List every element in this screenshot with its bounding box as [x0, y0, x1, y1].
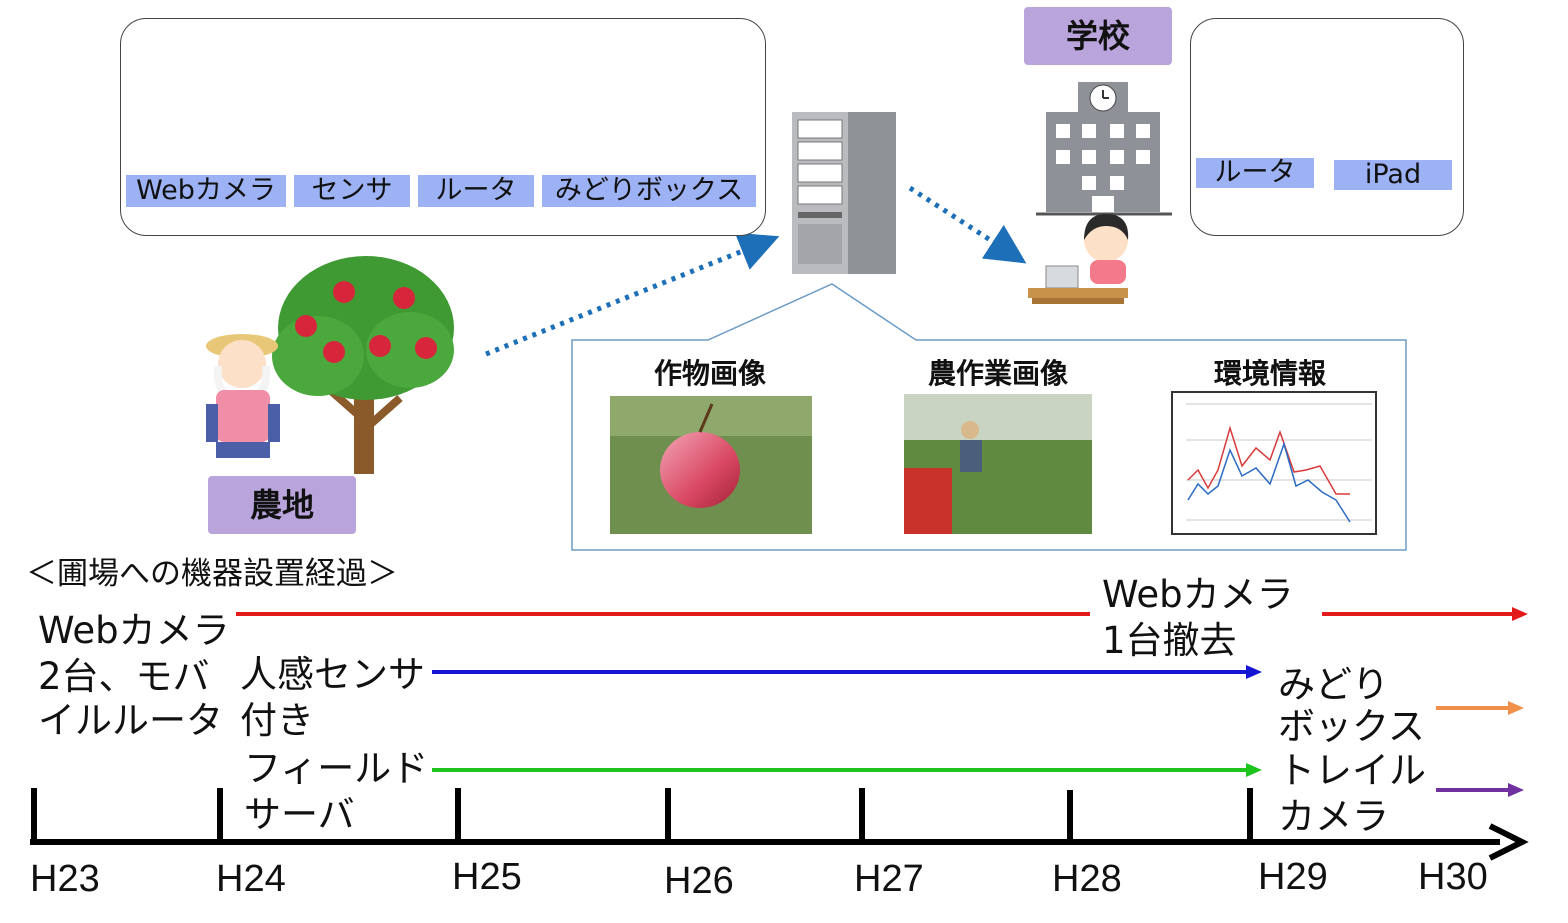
- sensor-label: センサ: [294, 175, 410, 207]
- sensor-cam-label-line1: 人感センサ: [240, 653, 425, 696]
- student-image: [1028, 214, 1129, 304]
- apple-tree-image: [272, 256, 454, 474]
- trail-cam-label-line2: カメラ: [1278, 795, 1389, 838]
- webcam-timeline-line: [236, 607, 1528, 621]
- webcam-label: Webカメラ: [126, 175, 286, 207]
- router-label: ルータ: [418, 175, 534, 207]
- field-server-label-line1: フィールド: [244, 747, 429, 790]
- crop-photo: [610, 396, 812, 534]
- school-router-label: ルータ: [1196, 158, 1314, 188]
- server-to-school-arrow: [908, 185, 1027, 264]
- webcam-2-label-line3: イルルータ: [38, 699, 223, 742]
- env-info-caption: 環境情報: [1213, 357, 1326, 390]
- webcam-removed-label-line2: 1台撤去: [1102, 619, 1237, 662]
- trail-cam-label-line1: トレイル: [1278, 749, 1426, 792]
- server-image: [792, 112, 896, 274]
- farm-to-server-arrow: [485, 232, 780, 357]
- farmer-image: [206, 334, 280, 458]
- farm-title: 農地: [208, 476, 356, 534]
- timeline-heading: ＜圃場への機器設置経過＞: [26, 556, 398, 592]
- webcam-2-label-line2: 2台、モバ: [38, 655, 210, 698]
- sensor-timeline-line: [432, 665, 1262, 679]
- environment-chart: [1171, 391, 1377, 535]
- year-label: H30: [1418, 856, 1488, 898]
- year-label: H23: [30, 858, 100, 900]
- year-label: H28: [1052, 858, 1122, 900]
- work-photo: [904, 394, 1092, 534]
- timeline-axis: [30, 788, 1529, 861]
- year-label: H26: [664, 860, 734, 902]
- field-server-timeline-line: [432, 763, 1262, 777]
- ipad-label: iPad: [1334, 160, 1452, 190]
- year-label: H24: [216, 858, 286, 900]
- year-label: H27: [854, 858, 924, 900]
- crop-image-caption: 作物画像: [653, 357, 766, 390]
- school-devices-box: [1190, 18, 1464, 236]
- midori-box-label: みどりボックス: [542, 175, 756, 207]
- midori-box-timeline-label-line2: ボックス: [1278, 705, 1425, 748]
- work-image-caption: 農作業画像: [927, 357, 1068, 390]
- webcam-removed-label-line1: Webカメラ: [1102, 573, 1294, 616]
- school-building-image: [1036, 82, 1172, 216]
- year-label: H25: [452, 856, 522, 898]
- year-label: H29: [1258, 856, 1328, 898]
- field-server-label-line2: サーバ: [244, 793, 355, 836]
- midori-box-timeline-label-line1: みどり: [1278, 663, 1389, 706]
- school-title: 学校: [1024, 7, 1172, 65]
- webcam-2-label-line1: Webカメラ: [38, 609, 230, 652]
- sensor-cam-label-line2: 付き: [240, 699, 314, 742]
- trail-cam-timeline-line: [1436, 783, 1524, 797]
- midori-box-timeline-line: [1436, 701, 1524, 715]
